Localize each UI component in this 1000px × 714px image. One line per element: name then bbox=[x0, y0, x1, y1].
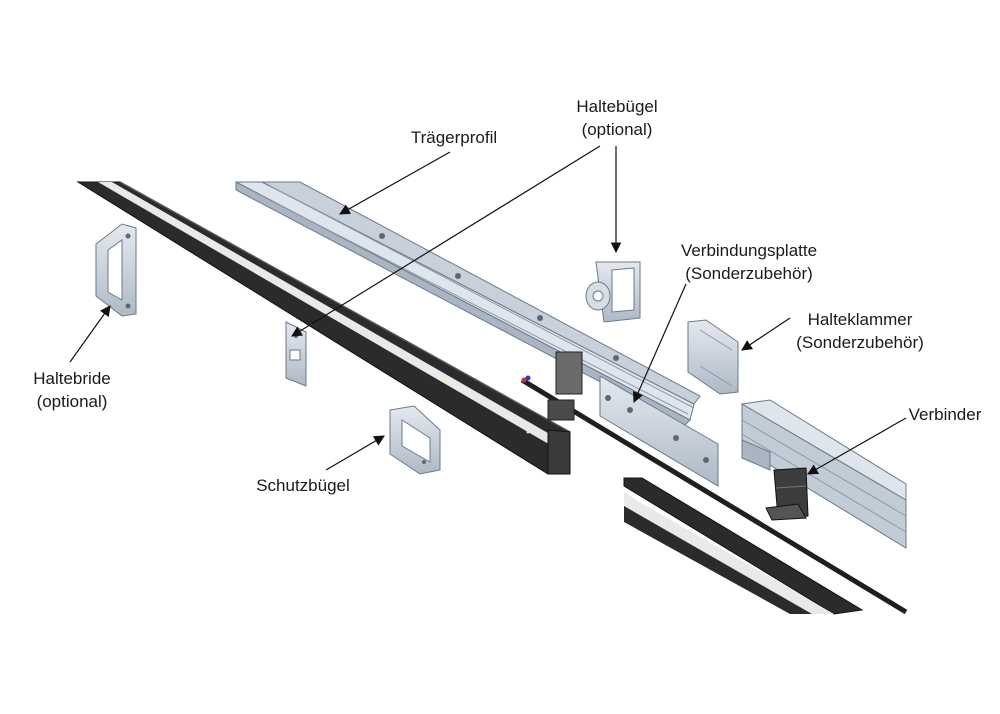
carrier-profile-right bbox=[740, 399, 907, 549]
label-schutzbuegel: Schutzbügel bbox=[256, 476, 350, 495]
mounting-clamp bbox=[95, 223, 137, 317]
label-verbinder: Verbinder bbox=[909, 405, 982, 424]
connecting-plate bbox=[599, 375, 719, 487]
label-verbindungsplatte-sonderzubehoer: (Sonderzubehör) bbox=[685, 264, 813, 283]
leader-lines bbox=[69, 145, 907, 475]
cable bbox=[520, 375, 908, 615]
label-haltebuegel-optional: (optional) bbox=[582, 120, 653, 139]
led-profile-left bbox=[76, 181, 571, 475]
label-verbindungsplatte: Verbindungsplatte bbox=[681, 241, 817, 260]
protective-bracket bbox=[389, 405, 441, 475]
leader-traegerprofil bbox=[339, 151, 451, 215]
leader-verbinder bbox=[807, 417, 907, 475]
leader-haltebride bbox=[69, 305, 111, 363]
leader-schutzbuegel bbox=[325, 435, 385, 471]
leader-verbindungsplatte bbox=[632, 283, 687, 403]
label-traegerprofil: Trägerprofil bbox=[411, 128, 497, 147]
connector-block bbox=[547, 351, 583, 421]
small-mounting-bracket bbox=[285, 321, 307, 387]
label-halteklammer: Halteklammer bbox=[808, 310, 913, 329]
label-haltebride-optional: (optional) bbox=[37, 392, 108, 411]
label-haltebuegel: Haltebügel bbox=[576, 97, 657, 116]
leader-haltebuegel-optional bbox=[291, 145, 601, 337]
retaining-bracket bbox=[585, 261, 641, 323]
label-halteklammer-sonderzubehoer: (Sonderzubehör) bbox=[796, 333, 924, 352]
leader-halteklammer bbox=[741, 317, 791, 351]
retaining-clip bbox=[687, 319, 739, 395]
connector bbox=[765, 467, 809, 521]
label-haltebride: Haltebride bbox=[33, 369, 111, 388]
led-profile-right bbox=[623, 477, 864, 615]
labels: Haltebügel (optional) Trägerprofil Verbi… bbox=[33, 97, 981, 495]
